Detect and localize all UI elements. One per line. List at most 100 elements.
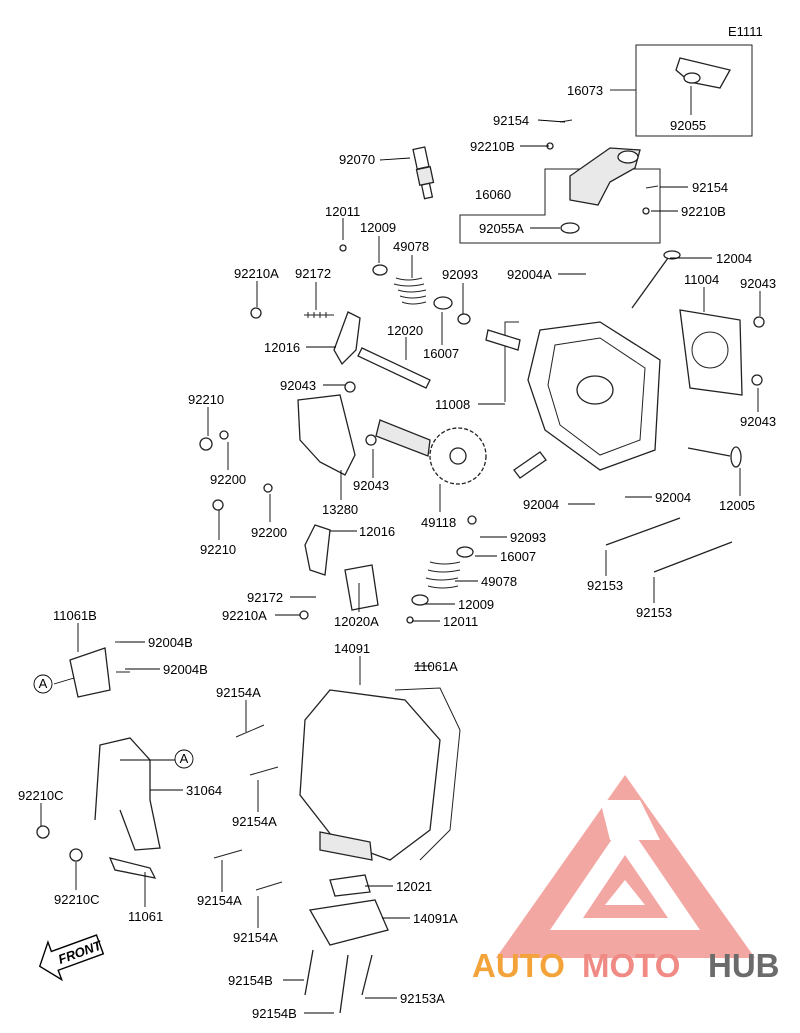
leader-lines: [40, 86, 761, 1014]
cylinder-stud-lower: [513, 451, 547, 479]
callout-label: 13280: [322, 502, 358, 517]
callout-label: 92154: [692, 180, 728, 195]
callout-label: 12004: [716, 251, 752, 266]
callout-label: 92004: [523, 497, 559, 512]
group-brackets: [459, 44, 753, 402]
rocker-shaft-12020a: [344, 564, 379, 611]
callout-label: 92172: [295, 266, 331, 281]
seal-upper: [433, 296, 453, 310]
callout-label: 92172: [247, 590, 283, 605]
callout-label: 92093: [510, 530, 546, 545]
stud-92153-a: [605, 517, 681, 546]
brand-hub: HUB: [708, 947, 780, 984]
callout-label: 92210B: [470, 139, 515, 154]
callout-label: 92200: [251, 525, 287, 540]
rocker-shaft-12020: [357, 347, 431, 389]
callout-label: 92070: [339, 152, 375, 167]
callout-label: 12021: [396, 879, 432, 894]
valve-intake-12004: [631, 257, 669, 309]
rocker-arm-lower: [304, 524, 331, 576]
ref-marker-a-2: A: [174, 749, 194, 769]
gasket-12021: [329, 874, 371, 897]
callout-label: 92154B: [228, 973, 273, 988]
callout-label: 12016: [264, 340, 300, 355]
callout-label: 92154A: [233, 930, 278, 945]
callout-label: 92043: [740, 414, 776, 429]
callout-label: 11061: [128, 909, 163, 924]
callout-label: 92154A: [216, 685, 261, 700]
callout-label: 92210A: [234, 266, 279, 281]
callout-label: 92043: [740, 276, 776, 291]
callout-label: 16007: [500, 549, 536, 564]
callout-label: 92210C: [54, 892, 100, 907]
callout-labels: 16073 92055 92154 92210B 92070 16060 921…: [18, 83, 776, 1021]
callout-label: 92210: [188, 392, 224, 407]
head-cover-14091: [299, 687, 461, 861]
insulator-16073: [675, 57, 731, 89]
callout-label: 92093: [442, 267, 478, 282]
callout-label: 12011: [443, 614, 478, 629]
callout-label: 92004B: [163, 662, 208, 677]
callout-label: 12005: [719, 498, 755, 513]
callout-label: 92210C: [18, 788, 64, 803]
callout-label: 31064: [186, 783, 222, 798]
callout-label: 92154A: [232, 814, 277, 829]
callout-label: 92153A: [400, 991, 445, 1006]
rocker-arm-upper: [333, 311, 361, 366]
diagram-code: E1111: [728, 24, 763, 39]
callout-label: 49078: [393, 239, 429, 254]
nut-92210c-a: [36, 825, 50, 839]
gasket-11004: [679, 309, 743, 396]
cylinder-stud-upper: [485, 329, 521, 351]
callout-label: 12009: [458, 597, 494, 612]
callout-label: 92043: [353, 478, 389, 493]
callout-label: 92154A: [197, 893, 242, 908]
callout-label: 49078: [481, 574, 517, 589]
callout-label: 92210: [200, 542, 236, 557]
gasket-11061: [108, 857, 157, 879]
spark-plug-92070: [412, 146, 435, 200]
ref-marker-a-1: A: [33, 674, 53, 694]
callout-label: 92004: [655, 490, 691, 505]
callout-label: 12016: [359, 524, 395, 539]
callout-label: 16007: [423, 346, 459, 361]
small-fasteners: [115, 119, 765, 891]
callout-label: 92210A: [222, 608, 267, 623]
callout-label: 11008: [435, 397, 470, 412]
svg-text:A: A: [39, 676, 48, 691]
camshaft-sprocket: [375, 419, 487, 485]
valve-spring-upper: [372, 264, 427, 305]
callout-label: 92210B: [681, 204, 726, 219]
callout-label: 92043: [280, 378, 316, 393]
intake-pipe-16060: [560, 147, 641, 234]
cylinder-head-11008: [527, 321, 661, 471]
callout-label: 92154B: [252, 1006, 297, 1021]
cover-14091a: [308, 899, 389, 946]
callout-label: 92004B: [148, 635, 193, 650]
callout-label: 92055: [670, 118, 706, 133]
bolt-92154b-a: [304, 949, 314, 996]
callout-label: 16073: [567, 83, 603, 98]
callout-label: 12020A: [334, 614, 379, 629]
bolt-92154b-b: [339, 954, 349, 1014]
callout-label: 14091: [334, 641, 370, 656]
camshaft-holder: [297, 394, 356, 476]
stud-92153-b: [653, 541, 733, 573]
callout-label: 92055A: [479, 221, 524, 236]
plate-11061b: [69, 647, 111, 698]
automotohub-logo: [496, 775, 755, 958]
callout-label: 12009: [360, 220, 396, 235]
callout-label: 11004: [684, 272, 719, 287]
callout-label: 92004A: [507, 267, 552, 282]
brand-moto: MOTO: [582, 947, 680, 984]
callout-label: 92153: [636, 605, 672, 620]
cotter-upper: [457, 313, 471, 325]
callout-label: 92154: [493, 113, 529, 128]
callout-label: 12011: [325, 204, 360, 219]
callout-label: 11061B: [53, 608, 97, 623]
brand-auto: AUTO: [472, 947, 565, 984]
callout-label: 14091A: [413, 911, 458, 926]
hanger-31064: [94, 737, 161, 851]
